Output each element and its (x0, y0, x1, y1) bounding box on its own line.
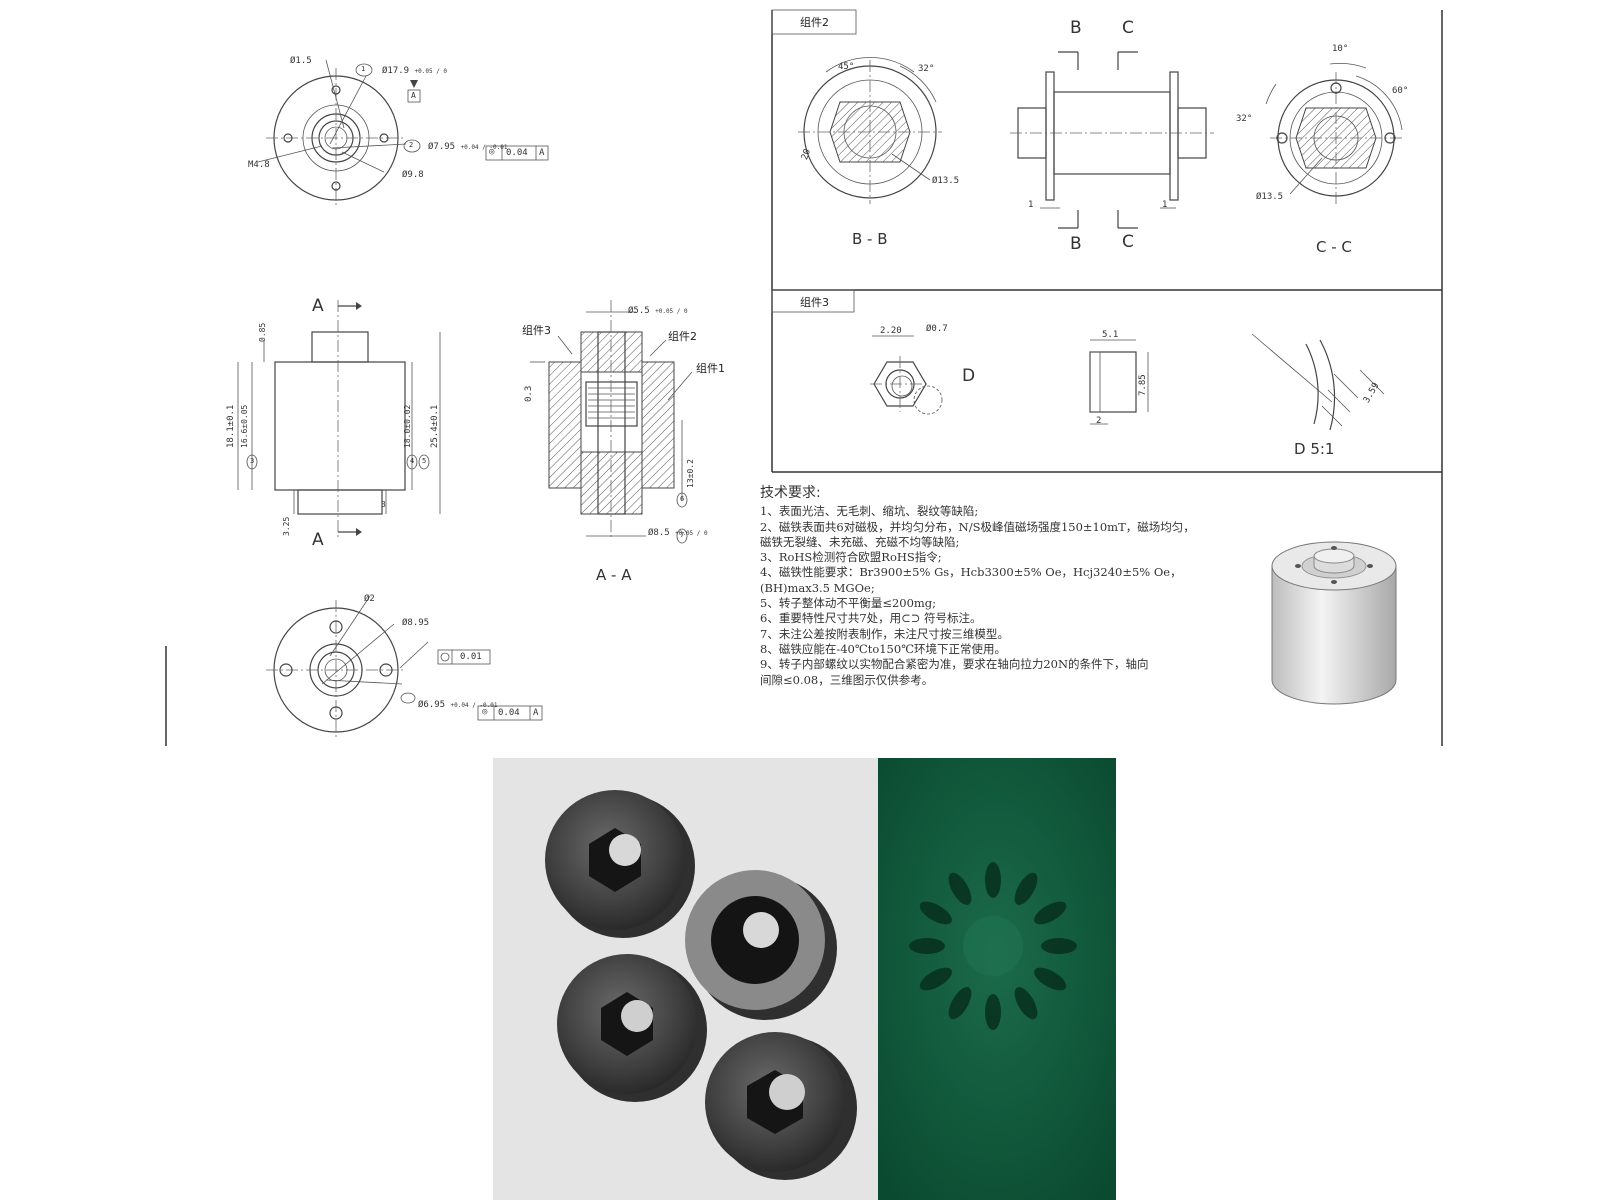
top-od-dim: Ø17.9 +0.05 / 0 (382, 66, 448, 76)
tech-heading: 技术要求: (760, 485, 821, 501)
part2-ang10: 10° (1332, 44, 1349, 54)
top-thread-dim: M4.8 (248, 160, 270, 170)
part3-dim-220: 2.20 (880, 326, 902, 336)
top-datum-label: A (411, 91, 416, 100)
tech-line: (BH)max3.5 MGOe; (760, 580, 875, 595)
aa-part1-label: 组件1 (696, 362, 725, 375)
magnet-photo (493, 758, 1116, 1200)
tech-requirements: 技术要求: 1、表面光洁、无毛刺、缩坑、裂纹等缺陷; 2、磁铁表面共6对磁极，并… (760, 485, 1240, 688)
part3-h785: 7.85 (1138, 374, 1148, 396)
aa-mark-7: 7 (680, 531, 685, 539)
part3-dia07: Ø0.7 (926, 324, 948, 334)
front-dim-bottom: 3.25 (282, 516, 291, 536)
front-dim-h3: 18.0±0.02 (403, 404, 412, 448)
part2-dia2: Ø13.5 (1256, 192, 1284, 202)
tech-line: 8、磁铁应能在-40℃to150℃环境下正常使用。 (760, 641, 1007, 656)
aa-part3-label: 组件3 (522, 324, 551, 337)
front-view-drawing (237, 300, 441, 540)
part2-dia1: Ø13.5 (932, 176, 960, 186)
part3-dim-359: 3.59 (1362, 381, 1382, 405)
tech-line: 2、磁铁表面共6对磁极，并均匀分布，N/S极峰值磁场强度150±10mT，磁场均… (760, 519, 1195, 534)
front-dim-total: 25.4±0.1 (430, 404, 440, 448)
top-hole-dim: Ø1.5 (290, 56, 312, 66)
bottom-bore-dim: Ø6.95 +0.04 / -0.01 (418, 700, 498, 710)
aa-top-dim: Ø5.5 +0.05 / 0 (628, 306, 688, 316)
tech-line: 3、RoHS检测符合欧盟RoHS指令; (760, 550, 942, 565)
aa-mark-6: 6 (680, 495, 685, 503)
part2-dim-1: 1 (1028, 200, 1034, 210)
part3-w51: 5.1 (1102, 330, 1119, 340)
part2-r20: 20 (800, 147, 814, 162)
part2-ang60: 60° (1392, 86, 1409, 96)
part2-title: 组件2 (800, 16, 829, 29)
bottom-fcf2-value: 0.04 (498, 708, 520, 718)
tech-line: 间隙≤0.08，三维图示仅供参考。 (760, 672, 934, 687)
top-mark-2: 2 (409, 141, 414, 149)
right-panel-frame (771, 9, 1443, 746)
part2-ang32b: 32° (1236, 114, 1253, 124)
bottom-pcd-dim: Ø8.95 (402, 618, 430, 628)
aa-gap-dim: 0.3 (524, 385, 534, 402)
part2-ang32: 32° (918, 64, 935, 74)
tech-line: 5、转子整体动不平衡量≤200mg; (760, 596, 937, 611)
part2-cc-title: C - C (1316, 238, 1352, 256)
magnet-ring (545, 790, 695, 938)
front-mark-3: 3 (250, 457, 255, 465)
part2-ang45: 45° (838, 62, 855, 72)
tech-line: 1、表面光洁、无毛刺、缩坑、裂纹等缺陷; (760, 504, 979, 519)
section-aa-drawing (530, 300, 693, 544)
top-fcf-value: 0.04 (506, 148, 528, 158)
top-pcd-dim: Ø9.8 (402, 170, 424, 180)
front-dim-h2: 16.6±0.05 (240, 404, 249, 448)
front-section-label-bottom: A (312, 530, 324, 550)
part3-w2: 2 (1096, 416, 1102, 426)
magnet-ring (705, 1032, 857, 1180)
top-fcf-symbol: ◎ (489, 147, 495, 157)
bottom-fcf2-symbol: ◎ (482, 707, 488, 717)
tech-line: 9、转子内部螺纹以实物配合紧密为准，要求在轴向拉力20N的条件下，轴向 (760, 657, 1149, 672)
tech-line: 6、重要特性尺寸共7处，用⊂⊃ 符号标注。 (760, 611, 982, 626)
top-mark-1: 1 (361, 65, 366, 73)
front-mark-5: 5 (422, 457, 427, 465)
tech-line: 4、磁铁性能要求：Br3900±5% Gs，Hcb3300±5% Oe，Hcj3… (760, 565, 1182, 580)
front-dim-h1: 18.1±0.1 (226, 404, 236, 448)
aa-bottom-dim: Ø8.5 +0.05 / 0 (648, 528, 708, 538)
part2-c-bottom: C (1122, 232, 1134, 252)
front-section-label-top: A (312, 296, 324, 316)
top-view-drawing (257, 59, 549, 208)
magnetic-field-pattern (909, 862, 1077, 1030)
part3-title: 组件3 (800, 296, 829, 309)
bottom-view-drawing (165, 595, 543, 746)
rotor-3d-render (1271, 541, 1397, 705)
part2-bb-title: B - B (852, 230, 888, 248)
front-dim-step: 3 (381, 500, 386, 509)
part2-b-bottom: B (1070, 234, 1082, 254)
bottom-fcf2-datum: A (533, 708, 539, 718)
aa-len-dim: 13±0.2 (686, 459, 695, 488)
photo-composite (493, 758, 1116, 1200)
front-dim-top: 0.85 (258, 322, 267, 342)
top-fcf-datum: A (539, 148, 545, 158)
front-mark-4: 4 (410, 457, 415, 465)
bottom-hole-dim: Ø2 (364, 594, 375, 604)
tech-line: 7、未注公差按附表制作，未注尺寸按三维模型。 (760, 626, 1009, 641)
part3-detail-label: D (962, 366, 976, 386)
tech-line: 磁铁无裂缝、未充磁、充磁不均等缺陷; (760, 534, 960, 549)
part2-b-top: B (1070, 18, 1082, 38)
bottom-fcf1-value: 0.01 (460, 652, 482, 662)
top-bore-dim: Ø7.95 +0.04 / -0.01 (428, 142, 508, 152)
magnet-ring (685, 870, 837, 1020)
magnet-ring (557, 954, 707, 1102)
part2-dim-1b: 1 (1162, 200, 1168, 210)
part3-detail-scale: D 5:1 (1294, 440, 1335, 458)
aa-title: A - A (596, 566, 632, 584)
aa-part2-label: 组件2 (668, 330, 697, 343)
part2-c-top: C (1122, 18, 1134, 38)
